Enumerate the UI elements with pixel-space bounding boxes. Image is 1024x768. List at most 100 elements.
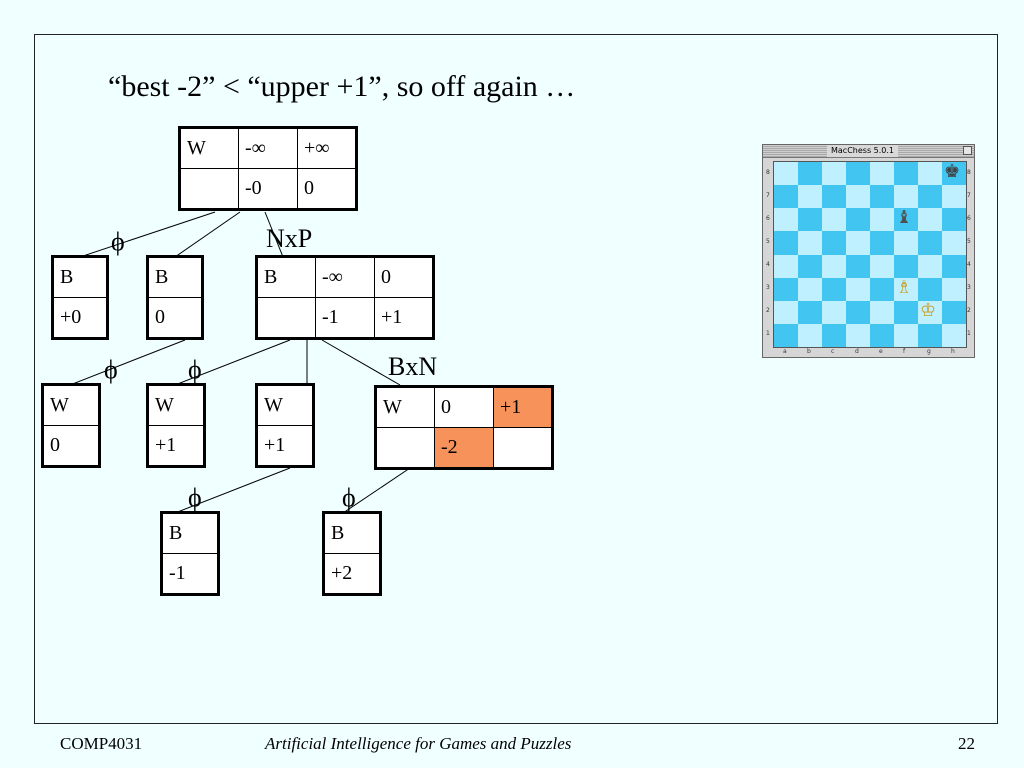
- rank-label: 4: [967, 261, 971, 269]
- board-square-h4[interactable]: [942, 254, 966, 278]
- bb2-player: B: [323, 512, 381, 554]
- board-square-f3[interactable]: [894, 277, 918, 301]
- board-square-g7[interactable]: [918, 185, 942, 209]
- board-square-f4[interactable]: [894, 254, 918, 278]
- edge-w4-bb2: [342, 467, 411, 514]
- board-square-d5[interactable]: [846, 231, 870, 255]
- board-square-c4[interactable]: [822, 254, 846, 278]
- rank-label: 6: [967, 214, 971, 222]
- w3-value: +1: [256, 425, 314, 467]
- board-square-f2[interactable]: [894, 300, 918, 324]
- board-square-d4[interactable]: [846, 254, 870, 278]
- board-square-c7[interactable]: [822, 185, 846, 209]
- chess-titlebar[interactable]: MacChess 5.0.1: [763, 145, 974, 158]
- root-value: 0: [297, 168, 357, 210]
- board-square-d2[interactable]: [846, 300, 870, 324]
- board-square-e7[interactable]: [870, 185, 894, 209]
- board-square-g4[interactable]: [918, 254, 942, 278]
- footer-page-number: 22: [958, 734, 975, 753]
- board-square-e8[interactable]: [870, 162, 894, 186]
- board-square-b2[interactable]: [798, 300, 822, 324]
- board-square-h8[interactable]: [942, 162, 966, 186]
- board-square-c1[interactable]: [822, 323, 846, 347]
- bb2-node: B +2: [322, 511, 382, 596]
- board-square-e3[interactable]: [870, 277, 894, 301]
- edge-b3-w4: [321, 339, 401, 386]
- board-square-b3[interactable]: [798, 277, 822, 301]
- board-square-a2[interactable]: [774, 300, 798, 324]
- edge-label-bxn: BxN: [388, 352, 438, 381]
- board-square-h6[interactable]: [942, 208, 966, 232]
- board-square-f6[interactable]: [894, 208, 918, 232]
- board-square-a4[interactable]: [774, 254, 798, 278]
- board-square-d6[interactable]: [846, 208, 870, 232]
- root-node: W -∞ +∞ -0 0: [178, 126, 358, 211]
- board-square-a8[interactable]: [774, 162, 798, 186]
- board-square-d7[interactable]: [846, 185, 870, 209]
- w3-player: W: [256, 384, 314, 426]
- board-square-c8[interactable]: [822, 162, 846, 186]
- board-square-b8[interactable]: [798, 162, 822, 186]
- board-square-c2[interactable]: [822, 300, 846, 324]
- board-square-d1[interactable]: [846, 323, 870, 347]
- board-square-d8[interactable]: [846, 162, 870, 186]
- board-square-c3[interactable]: [822, 277, 846, 301]
- window-zoom-button[interactable]: [963, 146, 972, 155]
- board-square-f7[interactable]: [894, 185, 918, 209]
- board-square-g3[interactable]: [918, 277, 942, 301]
- file-label: g: [927, 348, 931, 355]
- board-square-g1[interactable]: [918, 323, 942, 347]
- board-square-e5[interactable]: [870, 231, 894, 255]
- board-square-c6[interactable]: [822, 208, 846, 232]
- board-square-b5[interactable]: [798, 231, 822, 255]
- board-square-c5[interactable]: [822, 231, 846, 255]
- file-label: c: [831, 348, 835, 355]
- file-label: a: [783, 348, 787, 355]
- w4-best: -2: [434, 427, 494, 469]
- rank-label: 8: [766, 168, 770, 176]
- board-square-g2[interactable]: [918, 300, 942, 324]
- board-square-g8[interactable]: [918, 162, 942, 186]
- rank-label: 2: [967, 307, 971, 315]
- rank-label: 3: [967, 284, 971, 292]
- rank-label: 1: [967, 330, 971, 338]
- board-square-d3[interactable]: [846, 277, 870, 301]
- board-square-b7[interactable]: [798, 185, 822, 209]
- board-square-h7[interactable]: [942, 185, 966, 209]
- board-square-e2[interactable]: [870, 300, 894, 324]
- board-square-h3[interactable]: [942, 277, 966, 301]
- edge-root-b1: [79, 211, 216, 258]
- board-square-g6[interactable]: [918, 208, 942, 232]
- rank-label: 8: [967, 168, 971, 176]
- white-bishop-icon[interactable]: ♗: [896, 276, 913, 298]
- b2-node: B 0: [146, 255, 204, 340]
- board-square-f5[interactable]: [894, 231, 918, 255]
- board-square-e4[interactable]: [870, 254, 894, 278]
- white-king-icon[interactable]: ♔: [920, 299, 937, 321]
- board-square-b1[interactable]: [798, 323, 822, 347]
- board-square-e6[interactable]: [870, 208, 894, 232]
- rank-label: 4: [766, 261, 770, 269]
- board-square-b4[interactable]: [798, 254, 822, 278]
- black-king-icon[interactable]: ♚: [944, 161, 961, 182]
- edge-b2-w1: [69, 339, 186, 386]
- root-best: -0: [238, 168, 298, 210]
- board-square-h2[interactable]: [942, 300, 966, 324]
- black-bishop-icon[interactable]: ♝: [896, 207, 913, 229]
- board-square-a3[interactable]: [774, 277, 798, 301]
- board-square-a5[interactable]: [774, 231, 798, 255]
- board-square-h1[interactable]: [942, 323, 966, 347]
- edge-w3-bb1: [174, 467, 291, 514]
- phi-marker: ϕ: [188, 355, 202, 384]
- board-square-e1[interactable]: [870, 323, 894, 347]
- board-square-h5[interactable]: [942, 231, 966, 255]
- rank-label: 7: [967, 191, 971, 199]
- board-square-a6[interactable]: [774, 208, 798, 232]
- board-square-f8[interactable]: [894, 162, 918, 186]
- board-square-a7[interactable]: [774, 185, 798, 209]
- board-square-g5[interactable]: [918, 231, 942, 255]
- board-square-b6[interactable]: [798, 208, 822, 232]
- board-square-a1[interactable]: [774, 323, 798, 347]
- chess-board[interactable]: [773, 161, 967, 348]
- board-square-f1[interactable]: [894, 323, 918, 347]
